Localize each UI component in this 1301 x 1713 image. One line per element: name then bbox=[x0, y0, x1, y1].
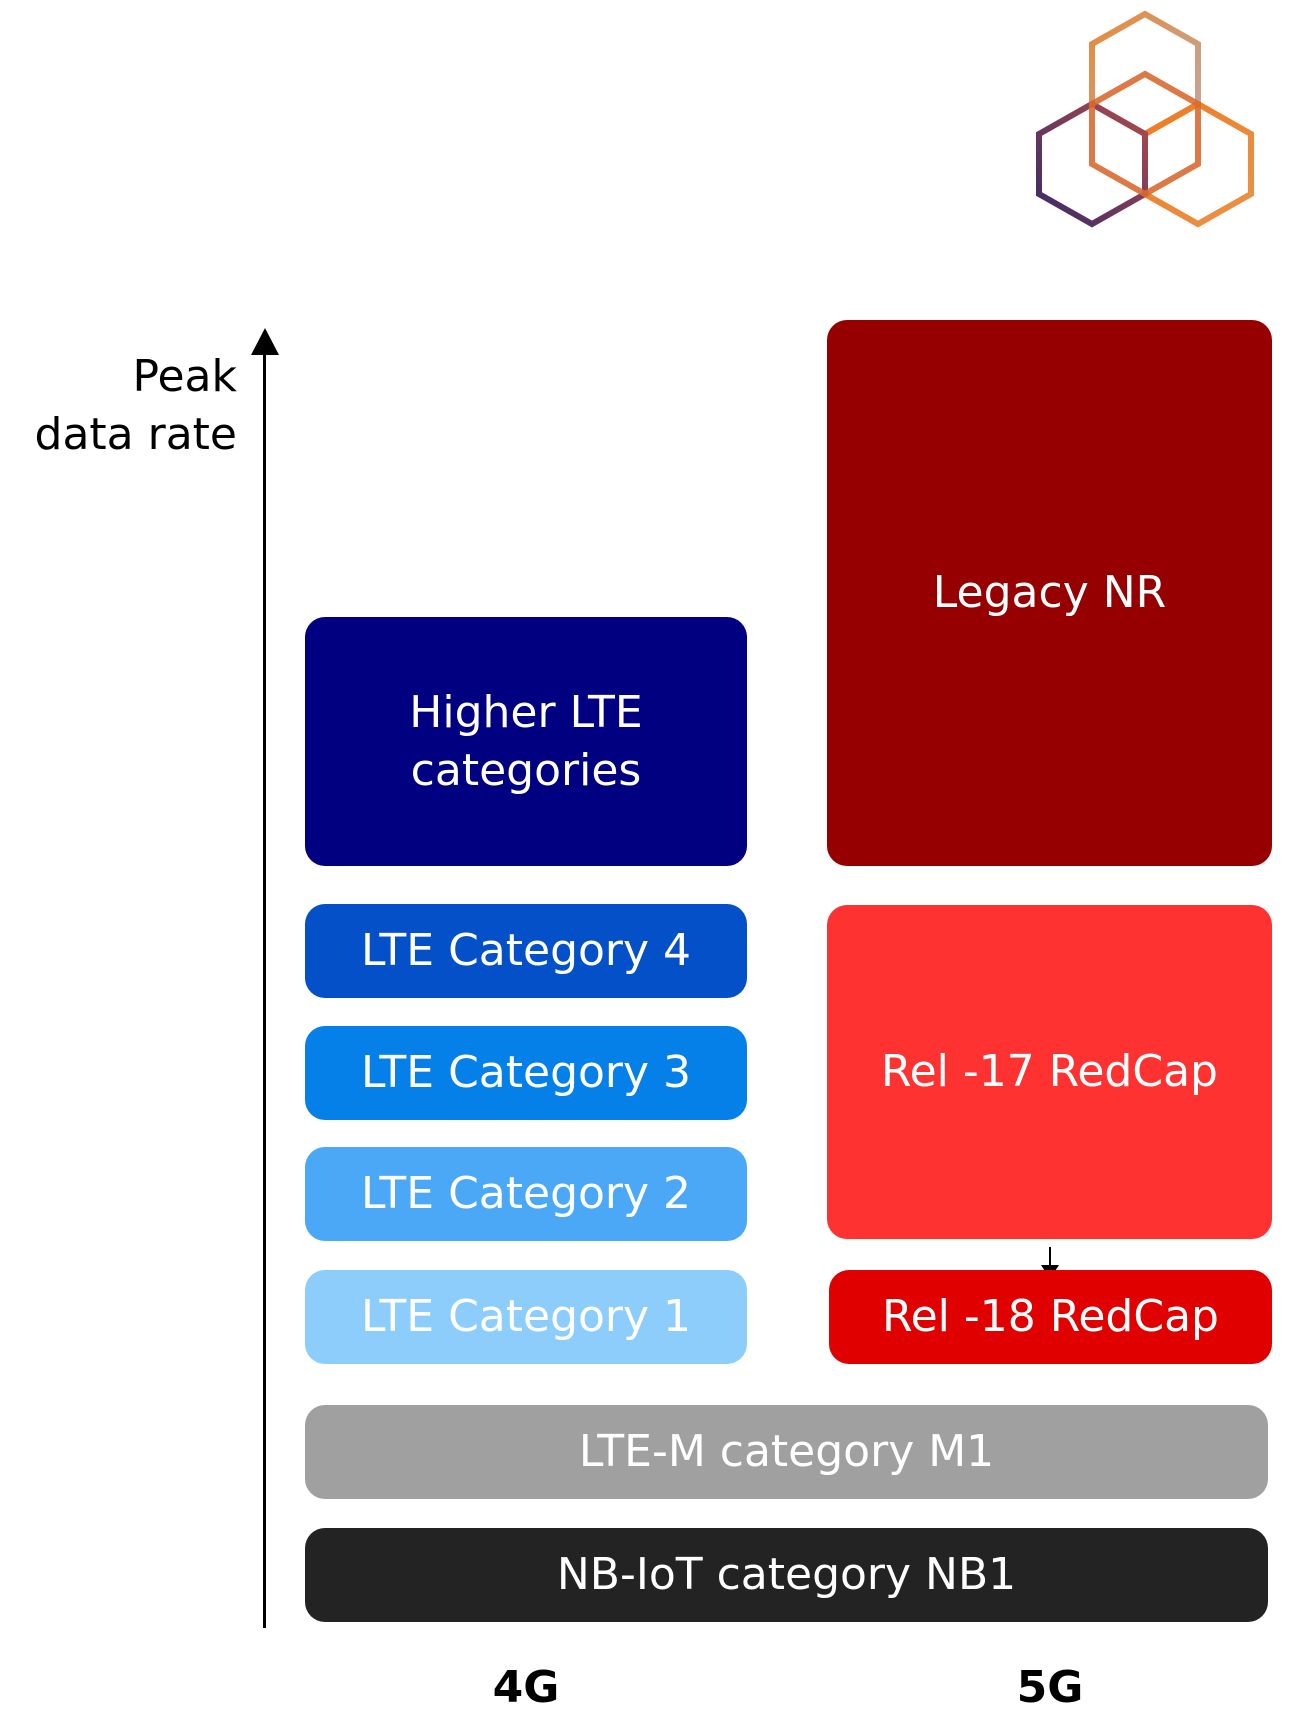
legacy-nr-block: Legacy NR bbox=[827, 320, 1272, 866]
lte-category-3-label: LTE Category 3 bbox=[360, 1047, 692, 1098]
y-axis-arrowhead bbox=[251, 328, 279, 355]
rel-17-redcap-block: Rel -17 RedCap bbox=[827, 905, 1272, 1239]
generation-4g-label: 4G bbox=[492, 1662, 560, 1713]
lte-category-4-label: LTE Category 4 bbox=[360, 925, 692, 976]
hexagon-cube-logo-icon bbox=[1036, 10, 1254, 228]
higher-lte-categories-block: Higher LTE categories bbox=[305, 617, 747, 866]
generation-5g-label: 5G bbox=[1016, 1662, 1084, 1713]
lte-category-2-label: LTE Category 2 bbox=[360, 1168, 692, 1219]
y-axis-line bbox=[263, 352, 266, 1628]
lte-category-1-label: LTE Category 1 bbox=[360, 1291, 692, 1342]
higher-lte-label-line2: categories bbox=[410, 744, 642, 796]
lte-m-category-m1-block: LTE-M category M1 bbox=[305, 1405, 1268, 1499]
y-axis-label-line2: data rate bbox=[34, 409, 237, 460]
nb-iot-category-nb1-block: NB-IoT category NB1 bbox=[305, 1528, 1268, 1622]
redcap-arrow-line bbox=[1049, 1247, 1051, 1267]
y-axis-label: Peak data rate bbox=[35, 348, 237, 464]
rel-17-redcap-label: Rel -17 RedCap bbox=[881, 1046, 1218, 1097]
lte-category-3-block: LTE Category 3 bbox=[305, 1026, 747, 1120]
lte-category-2-block: LTE Category 2 bbox=[305, 1147, 747, 1241]
rel-18-redcap-block: Rel -18 RedCap bbox=[829, 1270, 1272, 1364]
lte-category-4-block: LTE Category 4 bbox=[305, 904, 747, 998]
rel-18-redcap-label: Rel -18 RedCap bbox=[882, 1291, 1219, 1342]
lte-m-category-m1-label: LTE-M category M1 bbox=[578, 1426, 995, 1477]
nb-iot-category-nb1-label: NB-IoT category NB1 bbox=[556, 1549, 1017, 1600]
higher-lte-label-line1: Higher LTE bbox=[409, 686, 643, 738]
legacy-nr-label: Legacy NR bbox=[932, 567, 1167, 618]
y-axis-label-line1: Peak bbox=[132, 351, 237, 402]
lte-category-1-block: LTE Category 1 bbox=[305, 1270, 747, 1364]
